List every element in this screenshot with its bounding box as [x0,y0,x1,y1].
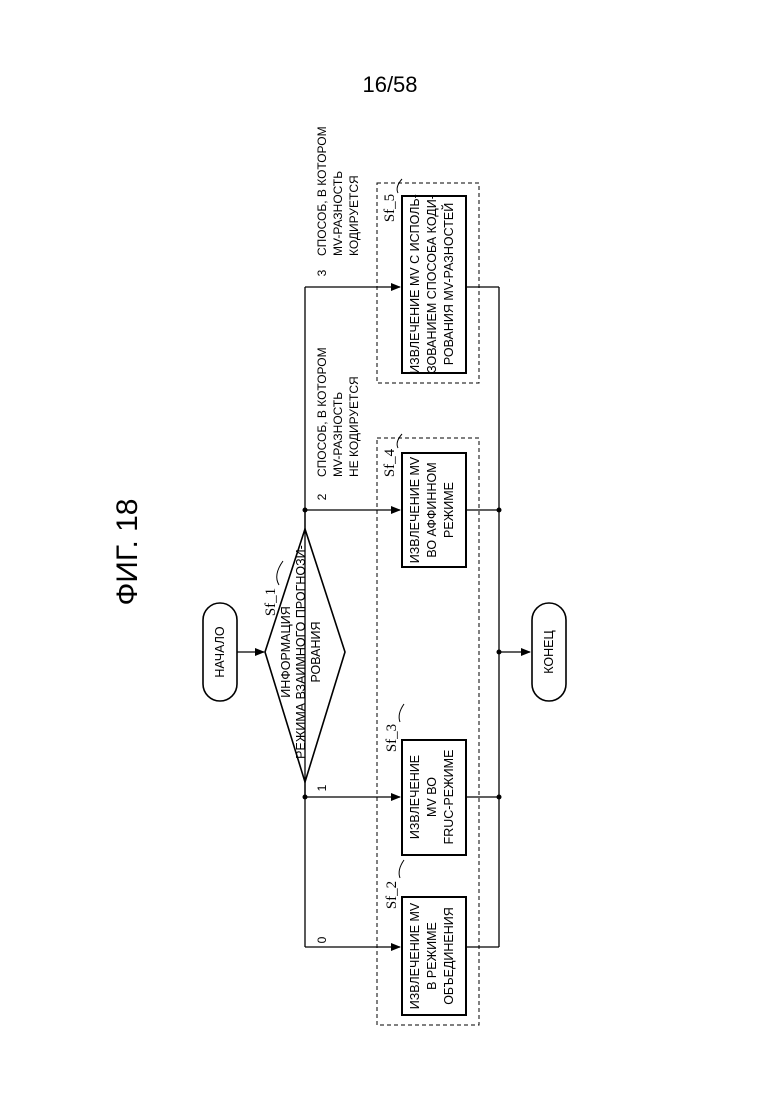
step-fruc-mode: ИЗВЛЕЧЕНИЕ MV ВО FRUC-РЕЖИМЕ Sf_3 [384,704,466,855]
branch-2-desc-2: MV-РАЗНОСТЬ [331,392,345,477]
start-label: НАЧАЛО [213,626,227,678]
decision-ref: Sf_1 [263,588,279,616]
step-merge-mode: ИЗВЛЕЧЕНИЕ MV В РЕЖИМЕ ОБЪЕДИНЕНИЯ Sf_2 [384,860,466,1015]
decision-diamond: ИНФОРМАЦИЯ РЕЖИМА ВЗАИМНОГО ПРОГНОЗИ- РО… [263,529,345,782]
branch-value-3: 3 [315,269,329,276]
step-2-line-1: ИЗВЛЕЧЕНИЕ MV [408,902,422,1009]
step-4-ref: Sf_4 [382,448,398,477]
step-2-ref: Sf_2 [384,881,400,909]
start-terminal: НАЧАЛО [203,603,237,701]
decision-line-1: ИНФОРМАЦИЯ [279,606,293,697]
end-terminal: КОНЕЦ [532,603,566,701]
branch-value-1: 1 [315,784,329,791]
figure-title: ФИГ. 18 [111,499,144,606]
step-3-ref: Sf_3 [384,724,400,752]
step-3-line-3: FRUC-РЕЖИМЕ [442,750,456,845]
step-mvd-coding: ИЗВЛЕЧЕНИЕ MV С ИСПОЛЬ- ЗОВАНИЕМ СПОСОБА… [382,179,466,374]
end-label: КОНЕЦ [542,630,556,674]
step-5-line-3: РОВАНИЯ MV-РАЗНОСТЕЙ [441,203,456,365]
step-4-line-1: ИЗВЛЕЧЕНИЕ MV [408,456,422,563]
step-4-line-2: ВО АФФИННОМ [425,462,439,557]
step-4-line-3: РЕЖИМЕ [442,482,456,538]
branch-3-desc-1: СПОСОБ, В КОТОРОМ [315,126,329,256]
step-3-line-2: MV ВО [425,777,439,817]
step-5-ref: Sf_5 [382,194,398,222]
branch-3-desc-2: MV-РАЗНОСТЬ [331,171,345,256]
branch-3-desc-3: КОДИРУЕТСЯ [347,175,361,256]
step-5-line-1: ИЗВЛЕЧЕНИЕ MV С ИСПОЛЬ- [408,194,422,374]
step-5-line-2: ЗОВАНИЕМ СПОСОБА КОДИ- [425,195,439,373]
branch-2-desc-3: НЕ КОДИРУЕТСЯ [347,376,361,477]
step-affine-mode: ИЗВЛЕЧЕНИЕ MV ВО АФФИННОМ РЕЖИМЕ Sf_4 [382,434,466,567]
step-3-line-1: ИЗВЛЕЧЕНИЕ [408,755,422,839]
decision-line-3: РОВАНИЯ [309,621,323,682]
step-2-line-3: ОБЪЕДИНЕНИЯ [442,907,456,1005]
branch-value-0: 0 [315,936,329,943]
branch-2-desc-1: СПОСОБ, В КОТОРОМ [315,347,329,477]
decision-line-2: РЕЖИМА ВЗАИМНОГО ПРОГНОЗИ- [294,545,308,759]
branch-value-2: 2 [315,493,329,500]
step-2-line-2: В РЕЖИМЕ [425,922,439,990]
